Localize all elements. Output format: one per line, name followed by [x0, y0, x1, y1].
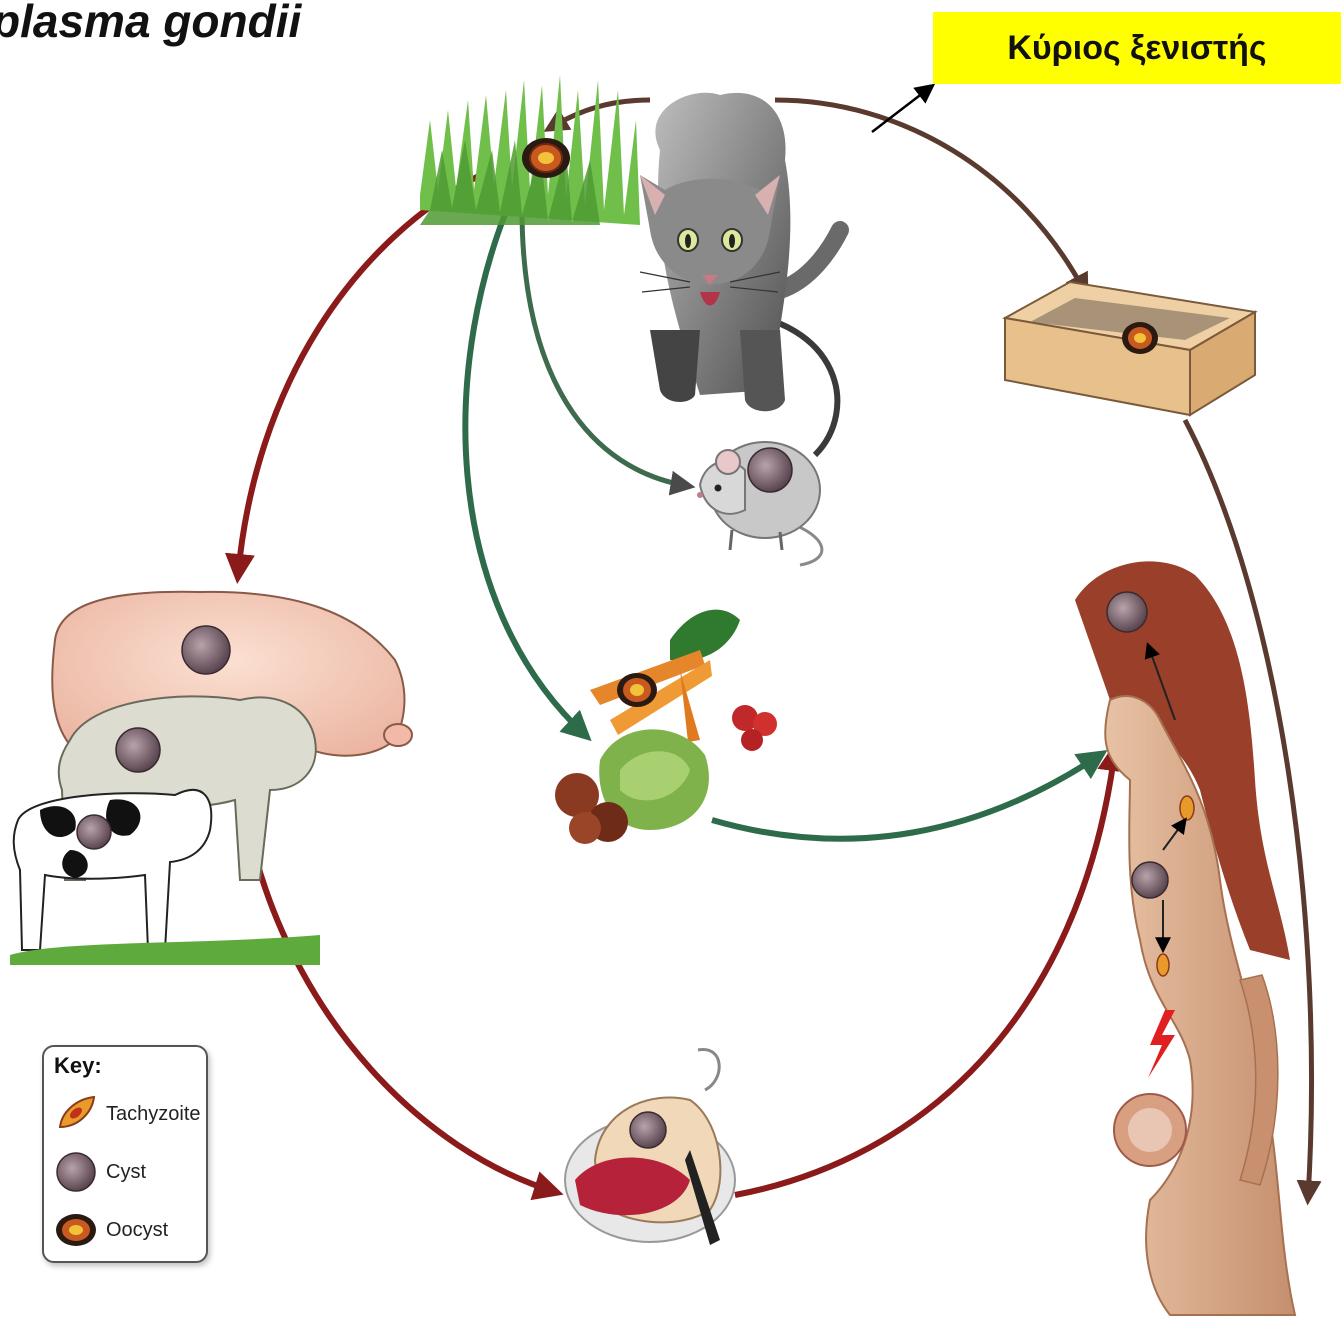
definitive-host-label: Κύριος ξενιστής — [933, 12, 1341, 84]
mouse — [697, 442, 822, 565]
legend: Key: Tachyzoite Cyst Oocyst — [42, 1045, 208, 1263]
page-title: plasma gondii — [0, 0, 301, 48]
tachyzoite-icon — [52, 1091, 102, 1137]
legend-item-tachyzoite: Tachyzoite — [52, 1091, 208, 1139]
pregnant-woman — [1075, 561, 1295, 1315]
litter-box — [1005, 282, 1255, 415]
vegetables — [555, 610, 777, 844]
cyst-icon — [52, 1149, 102, 1195]
arrow-soil-to-livestock — [238, 170, 490, 575]
cat — [640, 93, 840, 411]
legend-item-cyst: Cyst — [52, 1149, 208, 1197]
farm-animals — [10, 592, 412, 965]
oocyst-icon — [52, 1207, 102, 1253]
soil-grass — [420, 75, 640, 225]
legend-item-label: Tachyzoite — [106, 1103, 201, 1126]
meat-on-plate — [565, 1050, 735, 1245]
arrow-livestock-to-meat — [255, 855, 555, 1192]
legend-title: Key: — [54, 1053, 102, 1079]
arrow-vegetables-to-human — [712, 755, 1100, 839]
arrow-meat-to-human — [735, 750, 1115, 1195]
legend-item-oocyst: Oocyst — [52, 1207, 208, 1255]
legend-item-label: Oocyst — [106, 1219, 168, 1242]
legend-item-label: Cyst — [106, 1161, 146, 1184]
